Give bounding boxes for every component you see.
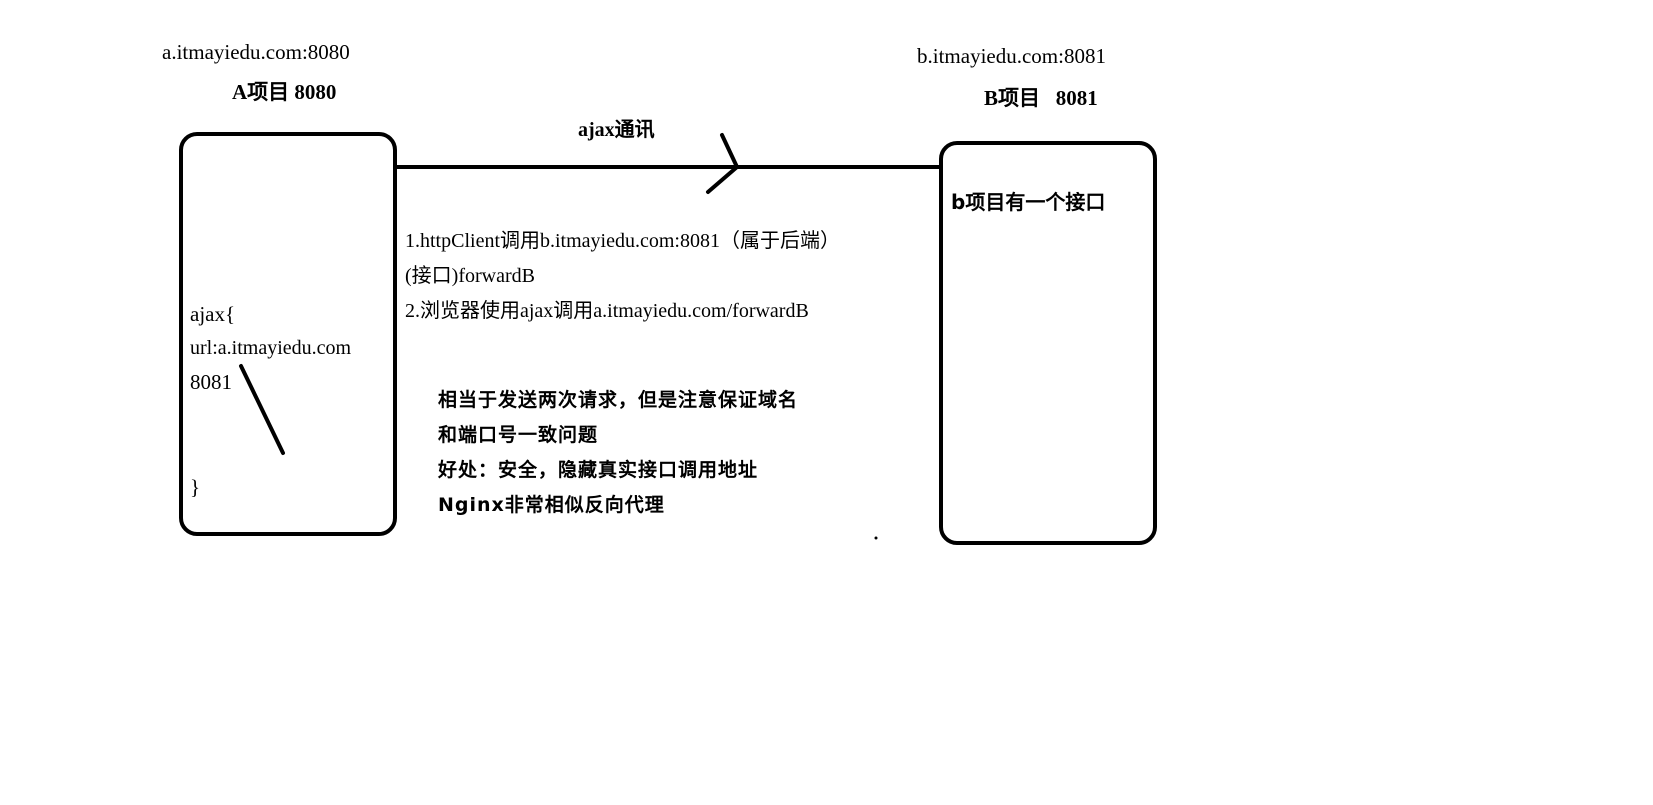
project-b-title: B项目 8081 (984, 86, 1098, 110)
project-b-box (939, 141, 1157, 545)
step-1-text: 1.httpClient调用b.itmayiedu.com:8081（属于后端） (405, 230, 840, 252)
step-1-continuation: (接口)forwardB (405, 265, 535, 287)
stray-dot (874, 536, 878, 540)
note-line-2: 和端口号一致问题 (438, 424, 599, 446)
code-line-close: } (190, 475, 201, 499)
step-2-text: 2.浏览器使用ajax调用a.itmayiedu.com/forwardB (405, 300, 809, 322)
note-line-1: 相当于发送两次请求，但是注意保证域名 (438, 389, 799, 411)
project-a-box (179, 132, 397, 536)
code-line-url: url:a.itmayiedu.com (190, 337, 352, 359)
project-b-domain: b.itmayiedu.com:8081 (917, 44, 1106, 68)
ajax-arrow-label: ajax通讯 (578, 119, 655, 141)
note-line-3: 好处：安全，隐藏真实接口调用地址 (438, 459, 759, 481)
code-line-ajax: ajax{ (190, 302, 236, 326)
strike-slash (239, 364, 285, 455)
project-a-domain: a.itmayiedu.com:8080 (162, 40, 350, 64)
ajax-arrow-head (706, 133, 739, 194)
project-a-title: A项目 8080 (232, 80, 337, 104)
project-b-note: b项目有一个接口 (951, 190, 1106, 214)
code-line-port: 8081 (190, 370, 232, 394)
note-line-4: Nginx非常相似反向代理 (438, 494, 665, 516)
